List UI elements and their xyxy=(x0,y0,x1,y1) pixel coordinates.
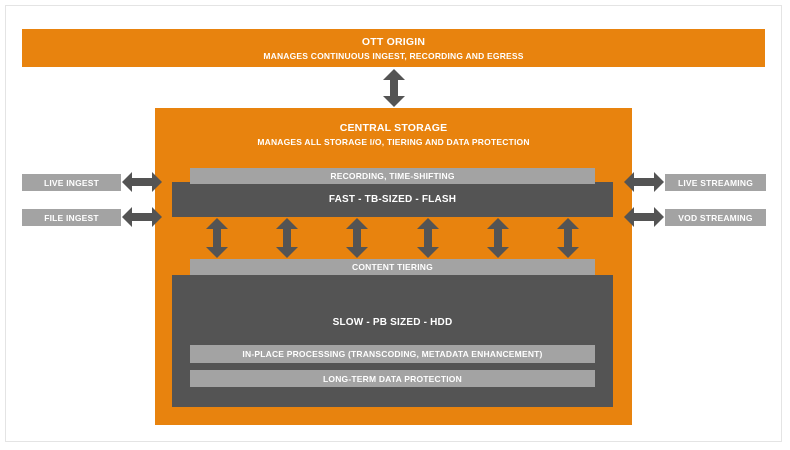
tier-arrow-3-icon xyxy=(346,218,368,258)
origin-storage-arrow-icon xyxy=(383,69,405,107)
diagram-frame xyxy=(5,5,782,442)
live-streaming-label: LIVE STREAMING xyxy=(677,177,754,188)
tier-arrow-2-icon xyxy=(276,218,298,258)
vod-streaming-arrow-icon xyxy=(624,207,664,227)
fast-tier-box: FAST - TB-SIZED - FLASH xyxy=(172,182,613,217)
processing-band: IN-PLACE PROCESSING (TRANSCODING, METADA… xyxy=(190,345,595,363)
fast-tier-title: FAST - TB-SIZED - FLASH xyxy=(328,194,457,205)
live-ingest-box: LIVE INGEST xyxy=(22,174,121,191)
protection-band: LONG-TERM DATA PROTECTION xyxy=(190,370,595,387)
file-ingest-box: FILE INGEST xyxy=(22,209,121,226)
recording-band-label: RECORDING, TIME-SHIFTING xyxy=(330,171,455,181)
ott-origin-title: OTT ORIGIN xyxy=(361,35,426,48)
recording-band: RECORDING, TIME-SHIFTING xyxy=(190,168,595,184)
content-tiering-band: CONTENT TIERING xyxy=(190,259,595,275)
file-ingest-arrow-icon xyxy=(122,207,162,227)
live-streaming-arrow-icon xyxy=(624,172,664,192)
vod-streaming-box: VOD STREAMING xyxy=(665,209,766,226)
tier-arrow-4-icon xyxy=(417,218,439,258)
central-storage-subtitle: MANAGES ALL STORAGE I/O, TIERING AND DAT… xyxy=(257,137,530,147)
slow-tier-box xyxy=(172,275,613,407)
tier-arrow-6-icon xyxy=(557,218,579,258)
slow-tier-title: SLOW - PB SIZED - HDD xyxy=(332,316,453,328)
processing-band-label: IN-PLACE PROCESSING (TRANSCODING, METADA… xyxy=(242,349,543,359)
protection-band-label: LONG-TERM DATA PROTECTION xyxy=(323,373,462,384)
ott-origin-box: OTT ORIGIN MANAGES CONTINUOUS INGEST, RE… xyxy=(22,29,765,67)
tier-arrow-1-icon xyxy=(206,218,228,258)
file-ingest-label: FILE INGEST xyxy=(44,212,99,223)
ott-origin-subtitle: MANAGES CONTINUOUS INGEST, RECORDING AND… xyxy=(263,50,524,61)
central-storage-header: CENTRAL STORAGE MANAGES ALL STORAGE I/O,… xyxy=(155,122,632,152)
live-streaming-box: LIVE STREAMING xyxy=(665,174,766,191)
tier-arrow-5-icon xyxy=(487,218,509,258)
central-storage-title: CENTRAL STORAGE xyxy=(339,122,448,134)
live-ingest-label: LIVE INGEST xyxy=(43,177,100,188)
slow-tier-title-wrap: SLOW - PB SIZED - HDD xyxy=(172,314,613,330)
content-tiering-label: CONTENT TIERING xyxy=(352,262,433,272)
vod-streaming-label: VOD STREAMING xyxy=(678,212,753,223)
live-ingest-arrow-icon xyxy=(122,172,162,192)
